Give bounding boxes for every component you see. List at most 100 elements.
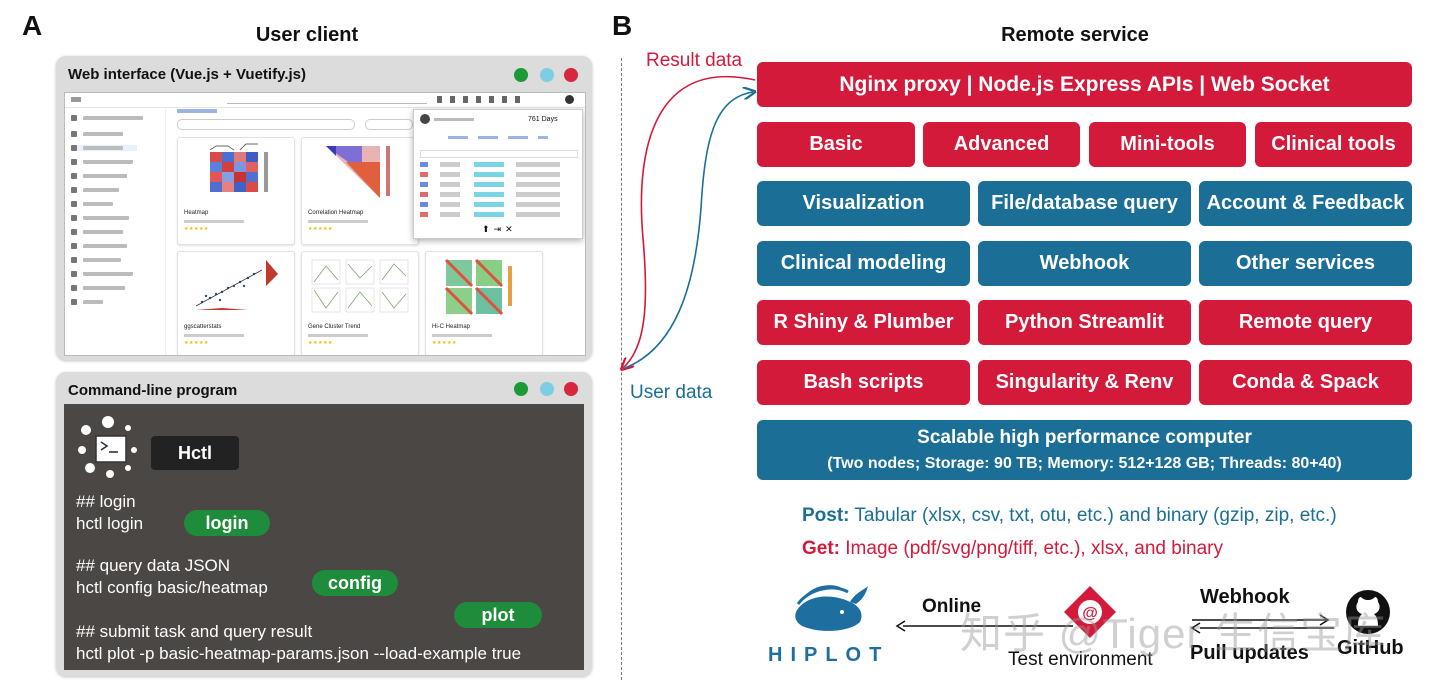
- search-input[interactable]: [227, 96, 427, 104]
- scatter-thumbnail: [195, 260, 278, 310]
- breadcrumb[interactable]: [177, 109, 217, 113]
- web-sidebar: [65, 107, 166, 355]
- login-pill: login: [184, 510, 270, 536]
- card-title: Gene Cluster Trend: [308, 324, 361, 330]
- result-data-label: Result data: [646, 50, 743, 71]
- card-title: ggscatterstats: [184, 324, 222, 330]
- user-data-label: User data: [630, 382, 713, 403]
- svg-text:@: @: [1082, 605, 1098, 622]
- popup-search[interactable]: [420, 150, 578, 158]
- window-dot-cyan[interactable]: [540, 382, 554, 396]
- data-flow-arrows: [615, 75, 765, 378]
- get-line: Get: Image (pdf/svg/png/tiff, etc.), xls…: [802, 538, 1223, 560]
- webhook-pull-arrows: [1190, 614, 1334, 634]
- rating-stars: ★★★★★: [308, 226, 333, 232]
- rating-stars: ★★★★★: [184, 340, 209, 346]
- task-list: [420, 162, 570, 222]
- get-label: Get:: [802, 538, 840, 559]
- card-correlation-heatmap[interactable]: Correlation Heatmap ★★★★★: [301, 137, 419, 245]
- gene-trend-thumbnail: [311, 259, 409, 313]
- webhook-box: Webhook: [978, 241, 1191, 286]
- singularity-renv-box: Singularity & Renv: [978, 360, 1191, 405]
- window-dot-red[interactable]: [564, 68, 578, 82]
- card-title: Hi-C Heatmap: [432, 324, 471, 330]
- menu-icon[interactable]: [71, 97, 81, 102]
- test-environment-label: Test environment: [1008, 649, 1153, 670]
- other-services-box: Other services: [1199, 241, 1412, 286]
- cli-command-login: hctl login: [76, 514, 144, 533]
- online-arrow: [895, 620, 1073, 632]
- card-ggscatterstats[interactable]: ggscatterstats ★★★★★: [177, 251, 295, 355]
- hiplot-wordmark: HIPLOT: [768, 644, 890, 666]
- clinical-modeling-box: Clinical modeling: [757, 241, 970, 286]
- user-avatar: [420, 114, 430, 124]
- window-dot-cyan[interactable]: [540, 68, 554, 82]
- post-line: Post: Tabular (xlsx, csv, txt, otu, etc.…: [802, 505, 1337, 527]
- get-text: Image (pdf/svg/png/tiff, etc.), xlsx, an…: [840, 538, 1223, 559]
- toolbar-icons[interactable]: [437, 96, 527, 103]
- window-dot-red[interactable]: [564, 382, 578, 396]
- file-database-query-box: File/database query: [978, 181, 1191, 226]
- heatmap-thumbnail: [209, 143, 268, 192]
- nginx-proxy-box: Nginx proxy | Node.js Express APIs | Web…: [757, 62, 1412, 107]
- window-dot-green[interactable]: [514, 382, 528, 396]
- web-window-title: Web interface (Vue.js + Vuetify.js): [68, 66, 306, 83]
- rating-stars: ★★★★★: [184, 226, 209, 232]
- correlation-heatmap-thumbnail: [326, 146, 390, 198]
- clinical-tools-box: Clinical tools: [1255, 122, 1412, 167]
- advanced-box: Advanced: [923, 122, 1080, 167]
- plot-pill: plot: [454, 602, 542, 628]
- hic-thumbnail: [444, 258, 512, 316]
- cli-comment-login: ## login: [76, 492, 136, 511]
- web-app-screenshot: Heatmap ★★★★★ Correlation Heatmap ★★★★★: [64, 92, 586, 356]
- command-line-window: Command-line program Hctl ## login hctl …: [56, 372, 592, 676]
- rating-stars: ★★★★★: [432, 340, 457, 346]
- hctl-badge: Hctl: [151, 436, 239, 470]
- cli-comment-submit: ## submit task and query result: [76, 622, 313, 641]
- card-title: Heatmap: [184, 210, 209, 216]
- web-interface-window: Web interface (Vue.js + Vuetify.js): [56, 56, 592, 360]
- config-pill: config: [312, 570, 398, 596]
- avatar[interactable]: [565, 95, 574, 104]
- account-feedback-box: Account & Feedback: [1199, 181, 1412, 226]
- pull-updates-label: Pull updates: [1190, 642, 1309, 664]
- cli-comment-query: ## query data JSON: [76, 556, 231, 575]
- task-popup: 761 Days ⬆⇥✕: [413, 109, 583, 239]
- web-top-bar: [65, 93, 585, 108]
- webhook-label: Webhook: [1200, 586, 1290, 608]
- hiplot-whale-icon: [795, 585, 868, 631]
- post-text: Tabular (xlsx, csv, txt, otu, etc.) and …: [849, 505, 1337, 526]
- cli-command-plot: hctl plot -p basic-heatmap-params.json -…: [76, 644, 522, 663]
- sort-select[interactable]: [365, 119, 413, 130]
- remote-service-title: Remote service: [1001, 24, 1149, 46]
- hpc-title: Scalable high performance computer: [917, 427, 1252, 448]
- online-label: Online: [922, 596, 982, 617]
- r-shiny-plumber-box: R Shiny & Plumber: [757, 300, 970, 345]
- basic-box: Basic: [757, 122, 915, 167]
- result-data-arrow: [623, 75, 756, 368]
- card-gene-cluster-trend[interactable]: Gene Cluster Trend ★★★★★: [301, 251, 419, 355]
- test-environment-icon: @: [1064, 586, 1116, 638]
- panel-b-letter: B: [612, 10, 633, 41]
- terminal-logo-icon: [78, 416, 137, 478]
- popup-tabs[interactable]: [448, 136, 548, 139]
- window-dot-green[interactable]: [514, 68, 528, 82]
- bash-scripts-box: Bash scripts: [757, 360, 970, 405]
- conda-spack-box: Conda & Spack: [1199, 360, 1412, 405]
- card-hic-heatmap[interactable]: Hi-C Heatmap ★★★★★: [425, 251, 543, 355]
- watermark: 知乎 @Tiger 生信宝库: [960, 610, 1387, 657]
- hpc-box: Scalable high performance computer (Two …: [757, 420, 1412, 480]
- popup-actions[interactable]: ⬆⇥✕: [482, 224, 517, 234]
- cli-command-config: hctl config basic/heatmap: [76, 578, 268, 597]
- panel-a-letter: A: [22, 10, 43, 41]
- terminal: Hctl ## login hctl login ## query data J…: [64, 404, 584, 670]
- python-streamlit-box: Python Streamlit: [978, 300, 1191, 345]
- user-client-title: User client: [255, 24, 359, 46]
- card-heatmap[interactable]: Heatmap ★★★★★: [177, 137, 295, 245]
- hpc-specs: (Two nodes; Storage: 90 TB; Memory: 512+…: [827, 455, 1342, 472]
- post-label: Post:: [802, 505, 850, 526]
- rating-stars: ★★★★★: [308, 340, 333, 346]
- card-title: Correlation Heatmap: [308, 210, 364, 216]
- filter-input[interactable]: [177, 119, 355, 130]
- visualization-box: Visualization: [757, 181, 970, 226]
